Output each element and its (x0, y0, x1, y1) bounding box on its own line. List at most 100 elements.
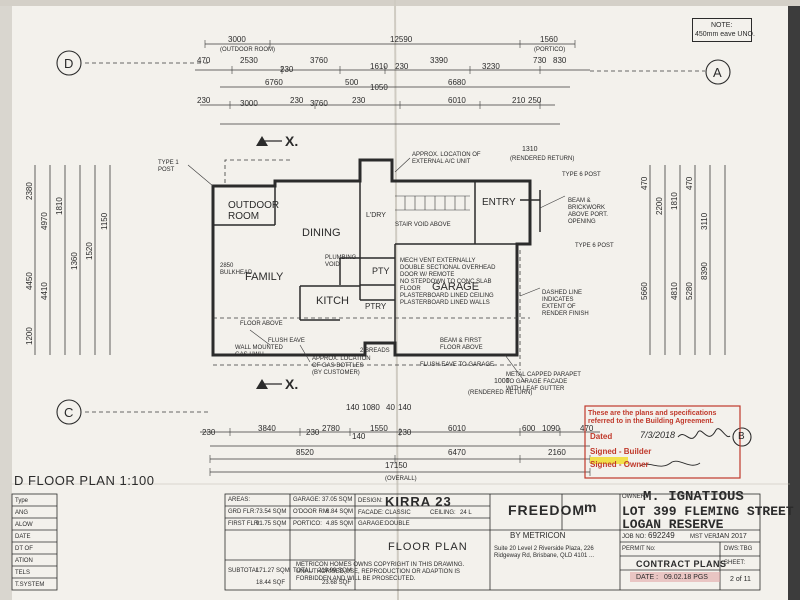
tb-suburb: LOGAN RESERVE (622, 517, 724, 532)
note-garage: MECH VENT EXTERNALLY DOUBLE SECTIONAL OV… (400, 258, 496, 306)
dim-b1-230c: 230 (398, 428, 412, 437)
dim-r4-210: 210 (512, 96, 526, 105)
dim-mid-40: 40 (386, 403, 395, 412)
dim-left-2: 1810 (55, 197, 64, 215)
tb-garage2-label: GARAGE: (358, 521, 386, 527)
dim-right-7: 5280 (685, 282, 694, 300)
tb-logo: m (584, 499, 597, 515)
dim-left-8: 1200 (25, 327, 34, 345)
dim-r2-230a: 230 (280, 65, 294, 74)
dim-left-4: 1360 (70, 252, 79, 270)
left-edge-label-4: DT OF (15, 546, 33, 552)
left-edge-label-1: ANG (15, 510, 29, 516)
dim-left-6: 4410 (40, 282, 49, 300)
dim-b1-230: 230 (202, 428, 216, 437)
dim-r4-6010: 6010 (448, 96, 466, 105)
room-ptry: PTRY (365, 302, 387, 311)
note-gas-bottles: APPROX. LOCATION OF GAS BOTTLES (BY CUST… (312, 356, 371, 376)
tb-owner-label: OWNER: (622, 494, 647, 500)
left-edge-label-3: DATE (15, 534, 31, 540)
contract-dated-label: Dated (590, 432, 613, 441)
tb-job-label: JOB NO: (622, 534, 647, 540)
tb-subtotal-label: SUBTOTAL: (228, 568, 261, 574)
dim-r3-6680: 6680 (448, 78, 466, 87)
left-edge-label-0: Type (15, 498, 29, 504)
room-kitch: KITCH (316, 295, 349, 307)
dim-top-portico-sub: (PORTICO) (534, 47, 566, 53)
tb-permit-label: PERMIT No: (622, 546, 656, 552)
note-1310: 1310 (522, 146, 538, 153)
dim-left-3: 4450 (25, 272, 34, 290)
grid-marker-a: A (713, 65, 722, 80)
note-type1: TYPE 1 POST (158, 160, 179, 173)
tb-subtotal-val: 171.27 SQM (256, 568, 290, 574)
dim-right-8: 3110 (700, 212, 709, 230)
dim-b2-8520: 8520 (296, 448, 314, 457)
tb-mst-label: MST VER: (690, 534, 719, 540)
tb-design-val: KIRRA 23 (385, 494, 452, 509)
room-ldry: L'DRY (366, 212, 386, 219)
tb-ceiling-val: 24 L (460, 510, 472, 516)
dim-mid-1080: 1080 (362, 403, 380, 412)
dim-r2-2530: 2530 (240, 56, 258, 65)
dim-left-0: 2380 (25, 182, 34, 200)
tb-date-val: 09.02.18 PGS (664, 574, 708, 581)
room-pty: PTY (372, 266, 390, 276)
dim-r2-730: 730 (533, 56, 547, 65)
tb-sheet-val: 2 of 11 (730, 576, 751, 583)
dim-b2-2160: 2160 (548, 448, 566, 457)
tb-garage-label: GARAGE: (293, 497, 321, 503)
room-outdoor: OUTDOOR ROOM (228, 200, 280, 222)
contract-title: These are the plans and specifications r… (588, 410, 717, 425)
dim-b3-17150: 17150 (385, 461, 408, 470)
dim-right-2: 1810 (670, 192, 679, 210)
tb-first-val: 91.75 SQM (256, 521, 287, 527)
tb-gnd-label: GRD FLR: (228, 509, 257, 515)
plan-title: D FLOOR PLAN 1:100 (14, 473, 155, 488)
tb-brand: FREEDOM (508, 502, 585, 518)
dim-r2-3230: 3230 (482, 62, 500, 71)
contract-dated-value: 7/3/2018 (640, 430, 676, 440)
dim-b1-600: 600 (522, 424, 536, 433)
dim-r2-1610: 1610 (370, 62, 388, 71)
dim-r4-230c: 230 (352, 96, 366, 105)
note-bulkhead: 2850 BULKHEAD (220, 263, 253, 276)
tb-outdoor-val: 6.84 SQM (326, 509, 354, 515)
dim-r2-830: 830 (553, 56, 567, 65)
dim-top-outdoor-sub: (OUTDOOR ROOM) (220, 47, 275, 53)
tb-gnd-val: 73.54 SQM (256, 509, 287, 515)
dim-top-12590: 12590 (390, 35, 413, 44)
dim-r2-470: 470 (197, 56, 211, 65)
dim-left-7: 1150 (100, 212, 109, 230)
dim-top-3000: 3000 (228, 35, 246, 44)
contract-owner-label: Signed - Owner (590, 460, 649, 469)
section-mark-1: X. (285, 133, 299, 149)
dim-r2-3760: 3760 (310, 56, 328, 65)
dim-b1-1090: 1090 (542, 424, 560, 433)
tb-date-label: DATE : (636, 574, 659, 581)
tb-design-label: DESIGN: (358, 498, 383, 504)
note-beam: BEAM & BRICKWORK ABOVE PORT. OPENING (568, 198, 608, 225)
tb-copyright: METRICON HOMES OWNS COPYRIGHT IN THIS DR… (296, 562, 465, 582)
tb-outdoor-label: O'DOOR RM: (293, 509, 330, 515)
dim-r3-500: 500 (345, 78, 359, 87)
tb-facade-label: FACADE: (358, 510, 384, 516)
contract-builder-label: Signed - Builder (590, 447, 652, 456)
grid-marker-c: C (64, 405, 74, 420)
dim-r3-6760: 6760 (265, 78, 283, 87)
dim-r4-3760: 3760 (310, 99, 328, 108)
dim-mid-140: 140 (346, 403, 360, 412)
tb-first-label: FIRST FLR: (228, 521, 260, 527)
room-family: FAMILY (245, 271, 284, 283)
tb-garage2-val: DOUBLE (385, 521, 410, 527)
dim-b1-470: 470 (580, 424, 594, 433)
tb-subtotal-sq: 18.44 SQF (256, 580, 286, 586)
dim-right-0: 470 (640, 176, 649, 190)
room-garage: GARAGE (432, 281, 480, 293)
dim-right-4: 8390 (700, 262, 709, 280)
note-ac: APPROX. LOCATION OF EXTERNAL A/C UNIT (412, 152, 481, 165)
note-rendered-return: (RENDERED RETURN) (510, 156, 575, 162)
note-breads: 2 BREADS (360, 348, 390, 354)
